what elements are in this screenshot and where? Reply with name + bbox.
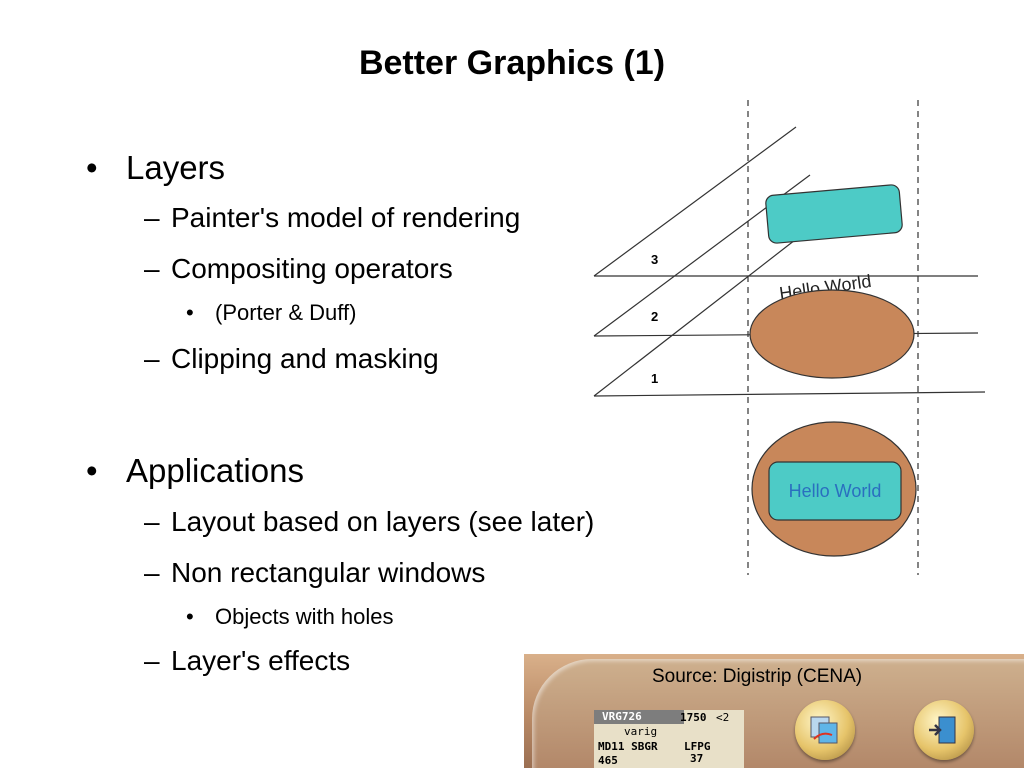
strip-aircraft: MD11 SBGR: [598, 740, 658, 753]
exit-icon: [927, 713, 961, 747]
dash-marker: –: [144, 343, 160, 374]
dash-marker: –: [144, 202, 160, 233]
bullet-applications: Applications: [126, 452, 304, 489]
layer-label-1: 1: [651, 371, 658, 386]
dash-marker: –: [144, 645, 160, 676]
photo-source-caption: Source: Digistrip (CENA): [652, 666, 863, 687]
strip-altitude: 1750: [680, 711, 707, 724]
strip-company: varig: [624, 725, 658, 738]
layer1-diagonal: [593, 239, 796, 397]
sub-bullet-marker: •: [186, 604, 194, 629]
sub-bullet-marker: •: [186, 300, 194, 325]
strip-dest: LFPG: [684, 740, 711, 753]
strip-level: 465: [598, 754, 618, 767]
flight-strip[interactable]: VRG726 1750 <2 varig MD11 SBGR LFPG 465 …: [594, 710, 744, 768]
layer-label-3: 3: [651, 252, 658, 267]
bullet-layer-effects: Layer's effects: [171, 645, 351, 676]
layer1-horizontal: [593, 391, 986, 397]
bullet-marker: •: [86, 149, 98, 186]
layer3-diagonal: [593, 126, 797, 277]
exit-button[interactable]: [914, 700, 974, 760]
strip-num: 37: [690, 752, 704, 765]
bullet-layers: Layers: [126, 149, 226, 186]
dash-marker: –: [144, 557, 160, 588]
strip-extra: <2: [716, 711, 730, 724]
slide-title: Better Graphics (1): [358, 44, 666, 82]
strip-callsign: VRG726: [594, 710, 684, 724]
dash-marker: –: [144, 506, 160, 537]
bullet-objects-holes: Objects with holes: [215, 604, 394, 629]
composite-rect: [768, 461, 902, 521]
bullet-layout-layers: Layout based on layers (see later): [171, 506, 595, 537]
composite-hello-world: Hello World: [789, 481, 882, 501]
bullet-compositing: Compositing operators: [171, 253, 453, 284]
bullet-porter-duff: (Porter & Duff): [215, 300, 357, 325]
bullet-marker: •: [86, 452, 98, 489]
bullet-clipping: Clipping and masking: [171, 343, 439, 374]
brown-ellipse-layer: [749, 289, 915, 379]
bullet-painters-model: Painter's model of rendering: [171, 202, 521, 233]
copy-icon: [808, 713, 842, 747]
bullet-nonrect-windows: Non rectangular windows: [171, 557, 486, 588]
copy-button[interactable]: [795, 700, 855, 760]
dash-marker: –: [144, 253, 160, 284]
teal-rounded-rect-layer: [765, 184, 903, 244]
layer-label-2: 2: [651, 309, 658, 324]
